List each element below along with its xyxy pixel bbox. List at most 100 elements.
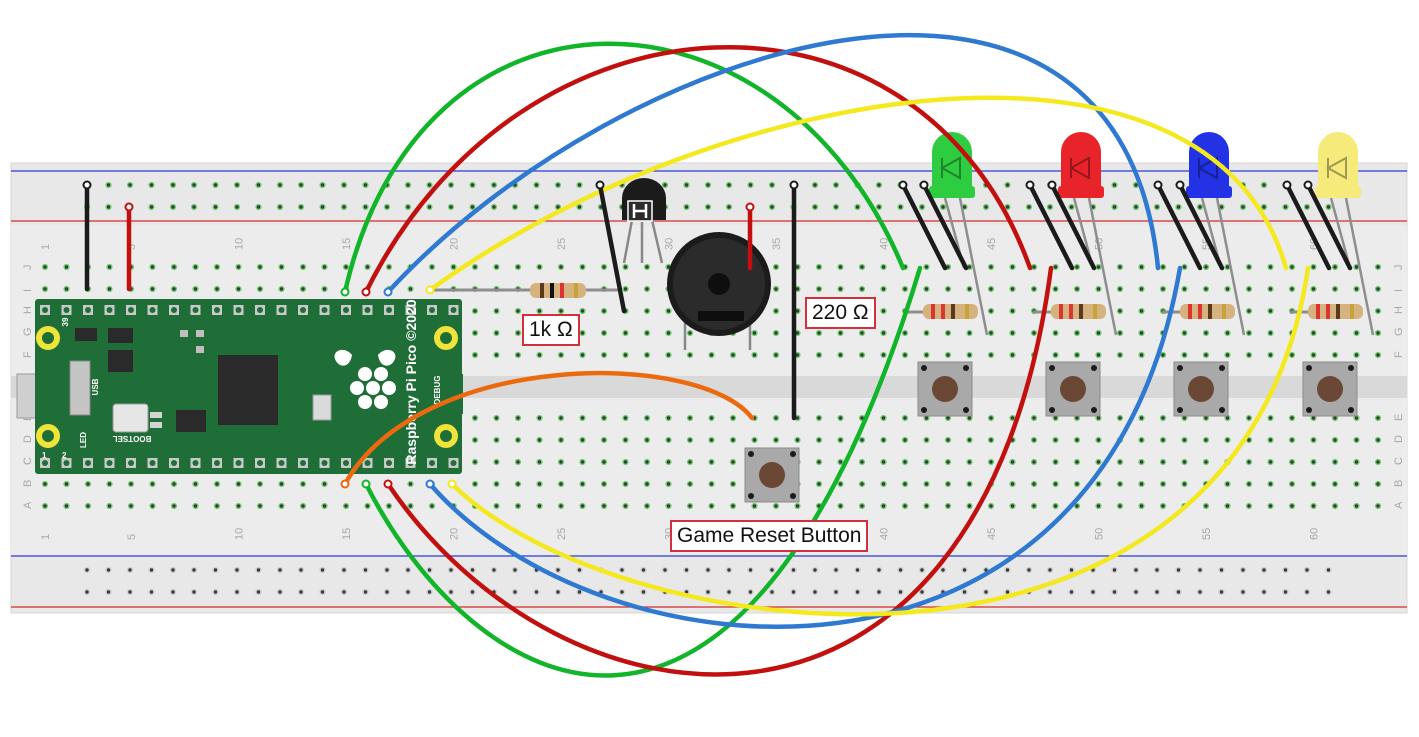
yellow-wire-top: [427, 95, 1289, 293]
wire-end: [383, 479, 393, 489]
blue-wire-bottom: [427, 265, 1183, 629]
black-wire-led4-b: [1305, 182, 1353, 271]
column-number-bottom: 1: [40, 534, 52, 540]
row-letter: C: [22, 457, 34, 465]
resistor-220: [1033, 304, 1106, 319]
column-number-bottom: 15: [341, 528, 353, 540]
black-wire-transistor: [597, 182, 627, 314]
black-wire-led1-b: [921, 182, 969, 271]
wire-end: [124, 202, 134, 212]
column-number-top: 10: [234, 238, 246, 250]
pico-usb-label: USB: [91, 378, 100, 395]
wire-end: [425, 479, 435, 489]
raspberry-pi-pico: Raspberry Pi Pico ©2020 BOOTSEL USB LED …: [16, 299, 463, 474]
column-number-top: 30: [664, 238, 676, 250]
red-wire-bottom: [385, 265, 1054, 677]
column-number-top: 25: [556, 238, 568, 250]
red-wire-top: [363, 44, 1033, 295]
row-letter: A: [1393, 501, 1405, 509]
column-number-top: 20: [449, 238, 461, 250]
wire-end: [361, 479, 371, 489]
black-wire-led2-a: [1027, 182, 1075, 271]
pico-bootsel-label: BOOTSEL: [113, 434, 152, 443]
pico-led-label: LED: [79, 432, 88, 448]
wire-end: [1303, 180, 1313, 190]
row-letter: I: [22, 289, 34, 292]
column-number-top: 40: [879, 238, 891, 250]
wire-end: [447, 479, 457, 489]
orange-wire: [342, 371, 755, 487]
pico-pin-headers: [40, 305, 459, 468]
pico-label: Raspberry Pi Pico ©2020: [403, 299, 419, 464]
wire-end: [425, 285, 435, 295]
row-letter: G: [22, 327, 34, 336]
row-letter: B: [1393, 480, 1405, 487]
column-number-bottom: 20: [449, 528, 461, 540]
row-letter: F: [22, 351, 34, 358]
led-blue: [1186, 132, 1246, 336]
pico-pin-1-label: 1: [42, 451, 47, 460]
black-wire-led3-a: [1155, 182, 1203, 271]
column-number-bottom: 60: [1309, 528, 1321, 540]
wire-end: [361, 287, 371, 297]
row-letter: H: [1393, 306, 1405, 314]
row-letter: D: [22, 435, 34, 443]
wire-end: [1025, 180, 1035, 190]
pico-debug-label: DEBUG: [433, 376, 442, 405]
pico-pin-2-label: 2: [62, 451, 67, 460]
resistor-220: [905, 304, 978, 319]
npn-transistor: [622, 178, 666, 264]
column-number-bottom: 5: [126, 534, 138, 540]
column-number-bottom: 45: [986, 528, 998, 540]
reset-button-label: Game Reset Button: [670, 520, 869, 552]
column-number-bottom: 40: [879, 528, 891, 540]
led-red: [1058, 132, 1118, 336]
wire-end: [82, 180, 92, 190]
black-wire-led2-b: [1049, 182, 1097, 271]
resistor-220: [1162, 304, 1235, 319]
leds: [929, 132, 1375, 336]
yellow-push-button[interactable]: [1302, 361, 1358, 417]
wire-end: [1282, 180, 1292, 190]
column-number-top: 35: [771, 238, 783, 250]
row-letter: I: [1393, 289, 1405, 292]
raspberry-logo: [334, 349, 398, 411]
column-number-top: 15: [341, 238, 353, 250]
wire-end: [1153, 180, 1163, 190]
wire-end: [595, 180, 605, 190]
led-green: [929, 132, 989, 336]
pico-pin-39-label: 39: [61, 317, 70, 326]
row-letter: B: [22, 480, 34, 487]
column-number-top: 5: [126, 244, 138, 250]
wire-end: [1047, 180, 1057, 190]
column-number-top: 1: [40, 244, 52, 250]
blue-wire-top: [385, 33, 1161, 295]
push-buttons: [744, 361, 1358, 503]
red-push-button[interactable]: [1045, 361, 1101, 417]
wire-end: [340, 479, 350, 489]
column-number-bottom: 55: [1201, 528, 1213, 540]
row-letter: D: [1393, 435, 1405, 443]
row-letter: J: [22, 265, 34, 271]
resistors-220: [905, 304, 1363, 319]
led-yellow: [1315, 132, 1375, 336]
wire-end: [340, 287, 350, 297]
blue-push-button[interactable]: [1173, 361, 1229, 417]
black-wire-led4-a: [1284, 182, 1332, 271]
row-letter: E: [1393, 414, 1405, 421]
wire-end: [898, 180, 908, 190]
row-letter: C: [1393, 457, 1405, 465]
column-number-bottom: 25: [556, 528, 568, 540]
black-wire-led3-b: [1177, 182, 1225, 271]
row-letter: F: [1393, 351, 1405, 358]
green-wire-top: [342, 41, 906, 295]
wire-end: [745, 202, 755, 212]
column-number-top: 45: [986, 238, 998, 250]
reset-push-button[interactable]: [744, 447, 800, 503]
green-wire-bottom: [363, 265, 923, 678]
wire-end: [1175, 180, 1185, 190]
row-letter: J: [1393, 265, 1405, 271]
resistor-1k-label: 1k Ω: [522, 314, 580, 346]
green-push-button[interactable]: [917, 361, 973, 417]
